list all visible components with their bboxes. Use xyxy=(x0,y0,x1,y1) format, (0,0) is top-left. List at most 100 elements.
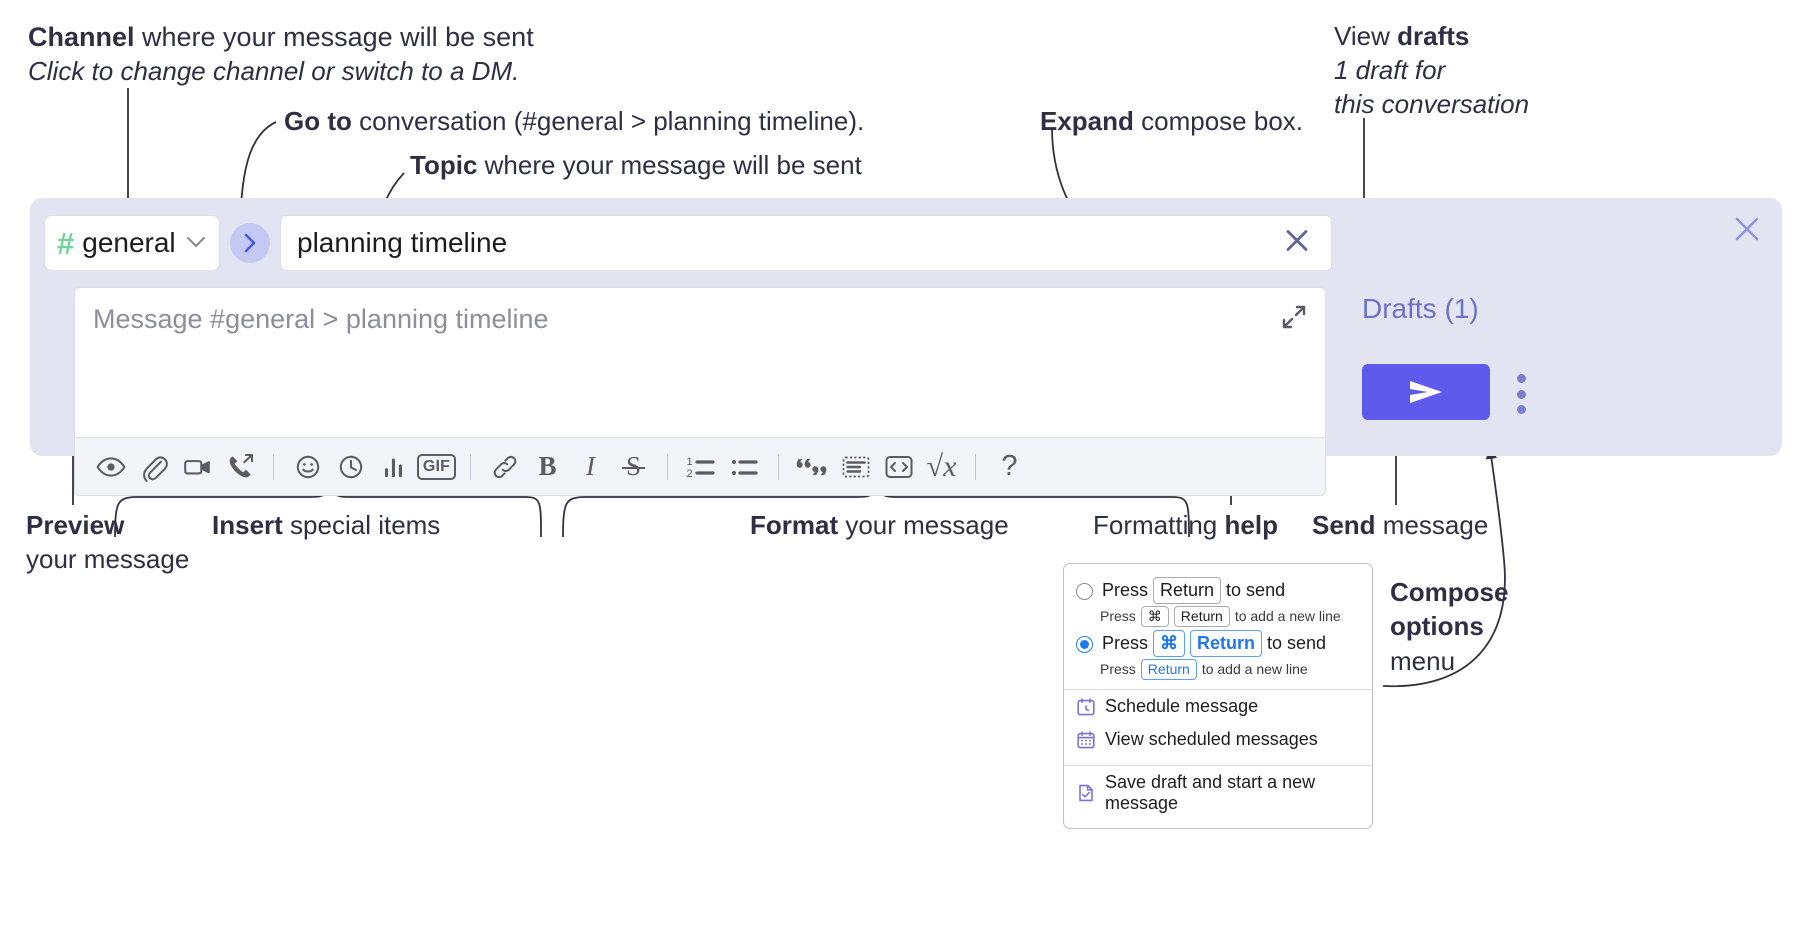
expand-compose-button[interactable] xyxy=(1279,302,1309,337)
send-shortcut-subtext: Press Return to add a new line xyxy=(1100,658,1372,680)
svg-text:2: 2 xyxy=(686,468,692,480)
close-icon xyxy=(1286,230,1308,251)
send-shortcut-subtext: Press ⌘Return to add a new line xyxy=(1100,605,1372,627)
send-shortcut-option-row[interactable]: Press ⌘Return to send xyxy=(1064,627,1372,657)
send-shortcut-label: Press Return to send xyxy=(1102,577,1285,604)
shortcut-pre: Press xyxy=(1102,633,1149,653)
send-shortcut-option-row[interactable]: Press Return to send xyxy=(1064,574,1372,604)
annotation-channel-line2: Click to change channel or switch to a D… xyxy=(28,55,520,86)
close-icon xyxy=(1735,217,1759,241)
subtext-pre: Press xyxy=(1100,661,1136,678)
huddle-icon[interactable] xyxy=(218,445,261,489)
link-icon xyxy=(493,455,516,478)
annotation-help-pre: Formatting xyxy=(1093,510,1225,540)
compose-options-button[interactable] xyxy=(1508,374,1534,414)
svg-text:1: 1 xyxy=(686,456,692,468)
toolbar-separator xyxy=(470,453,471,480)
subtext-post: to add a new line xyxy=(1234,608,1341,625)
reminder-icon[interactable] xyxy=(329,445,372,489)
bulleted-list-icon xyxy=(731,459,758,475)
keycap: ⌘ xyxy=(1140,605,1169,627)
send-message-button[interactable] xyxy=(1362,364,1490,420)
keycap: ⌘ xyxy=(1153,630,1186,657)
menu-item[interactable]: Save draft and start a new message xyxy=(1064,766,1372,820)
topic-value: planning timeline xyxy=(297,227,508,258)
menu-item[interactable]: Schedule message xyxy=(1064,690,1372,723)
blockquote-icon[interactable] xyxy=(791,445,834,489)
bulleted-list-icon[interactable] xyxy=(723,445,766,489)
menu-item-label: Schedule message xyxy=(1105,696,1259,716)
shortcut-post: to send xyxy=(1226,580,1286,600)
annotation-channel-rest: where your message will be sent xyxy=(134,22,534,52)
gif-icon[interactable]: GIF xyxy=(415,445,458,489)
huddle-icon xyxy=(229,453,253,477)
shortcut-post: to send xyxy=(1267,633,1327,653)
menu-divider xyxy=(1064,765,1372,766)
annotation-drafts: View drafts 1 draft for this conversatio… xyxy=(1334,20,1529,121)
menu-item-label: View scheduled messages xyxy=(1105,729,1318,749)
annotation-compose-options: Compose options menu xyxy=(1390,575,1508,678)
menu-item[interactable]: View scheduled messages xyxy=(1064,723,1372,756)
calendar-grid-icon xyxy=(1076,730,1096,750)
keycap: Return xyxy=(1153,577,1222,604)
toolbar-separator xyxy=(975,453,976,480)
calendar-clock-icon xyxy=(1076,697,1096,717)
formatting-help-icon[interactable]: ? xyxy=(988,445,1031,489)
preview-icon xyxy=(96,456,125,477)
attachment-icon[interactable] xyxy=(132,445,175,489)
annotation-preview: Preview your message xyxy=(26,509,189,577)
video-icon[interactable] xyxy=(175,445,218,489)
composer-header-row: # general planning timeline xyxy=(44,215,1332,271)
annotation-help: Formatting help xyxy=(1093,509,1278,542)
inline-code-icon xyxy=(885,455,912,478)
inline-code-icon[interactable] xyxy=(877,445,920,489)
topic-input[interactable]: planning timeline xyxy=(280,215,1332,271)
annotation-format: Format your message xyxy=(750,509,1009,542)
go-to-conversation-button[interactable] xyxy=(230,223,270,263)
toolbar-separator xyxy=(273,453,274,480)
annotation-topic-rest: where your message will be sent xyxy=(477,150,862,180)
expand-icon xyxy=(1282,305,1306,329)
strikethrough-icon[interactable]: S xyxy=(612,445,655,489)
radio-button[interactable] xyxy=(1076,636,1093,653)
clear-topic-button[interactable] xyxy=(1281,225,1313,262)
annotation-channel-bold: Channel xyxy=(28,22,135,52)
bold-icon[interactable]: B xyxy=(538,451,557,481)
annotation-send-bold: Send xyxy=(1312,510,1376,540)
link-icon[interactable] xyxy=(483,445,526,489)
annotation-expand-bold: Expand xyxy=(1040,106,1134,136)
emoji-icon[interactable] xyxy=(286,445,329,489)
annotation-topic: Topic where your message will be sent xyxy=(410,149,862,182)
annotation-insert-rest: special items xyxy=(282,510,441,540)
annotation-goto-rest: conversation (#general > planning timeli… xyxy=(351,106,865,136)
radio-button[interactable] xyxy=(1076,583,1093,600)
annotation-expand: Expand compose box. xyxy=(1040,105,1303,138)
preview-icon[interactable] xyxy=(89,445,132,489)
annotation-channel: Channel where your message will be sent … xyxy=(28,20,534,88)
annotation-topic-bold: Topic xyxy=(410,150,478,180)
code-block-icon xyxy=(842,456,869,477)
annotation-drafts-line2: 1 draft for xyxy=(1334,54,1446,85)
math-icon[interactable]: √x xyxy=(920,445,963,489)
code-block-icon[interactable] xyxy=(834,445,877,489)
close-composer-button[interactable] xyxy=(1732,214,1762,249)
annotation-preview-bold: Preview xyxy=(26,510,125,540)
annotation-help-bold: help xyxy=(1224,510,1278,540)
annotation-compose-bold1: Compose xyxy=(1390,577,1509,607)
annotation-goto-bold: Go to xyxy=(284,106,352,136)
subtext-pre: Press xyxy=(1100,608,1136,625)
drafts-link[interactable]: Drafts (1) xyxy=(1362,293,1479,324)
message-input[interactable]: Message #general > planning timeline xyxy=(74,287,1326,438)
italic-icon[interactable]: I xyxy=(586,451,595,481)
annotation-send: Send message xyxy=(1312,509,1488,542)
channel-selector-button[interactable]: # general xyxy=(44,215,220,271)
chevron-down-icon xyxy=(185,233,207,253)
annotation-send-rest: message xyxy=(1375,510,1489,540)
video-icon xyxy=(183,459,210,474)
poll-icon[interactable] xyxy=(372,445,415,489)
reminder-icon xyxy=(339,455,362,478)
